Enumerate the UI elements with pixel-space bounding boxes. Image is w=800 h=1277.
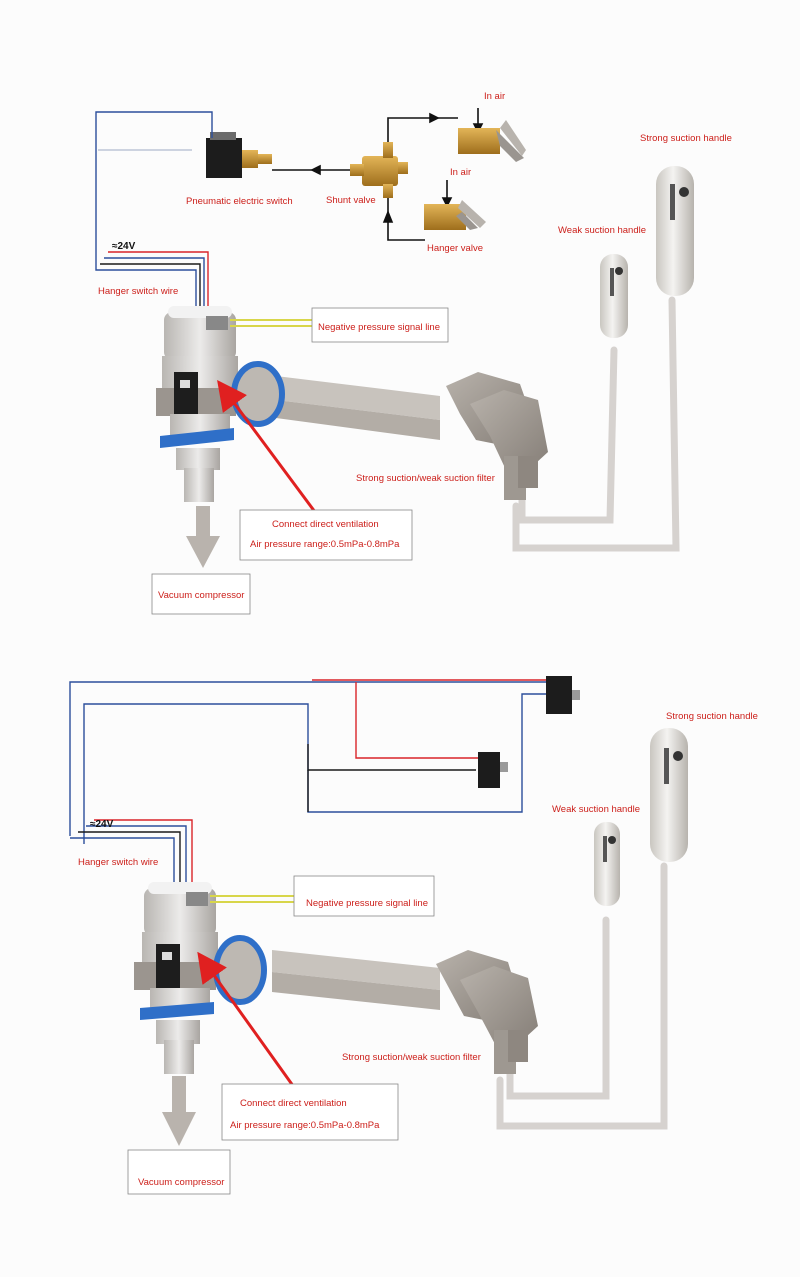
- bottom-ventilation-box: [221, 1083, 399, 1141]
- label-voltage-bottom: ≈24V: [90, 819, 114, 830]
- top-vacuum-arrow: [186, 506, 220, 568]
- top-switch-wires: [95, 111, 213, 318]
- bottom-vacuum-arrow: [162, 1076, 196, 1146]
- label-voltage: ≈24V: [112, 241, 136, 252]
- bottom-diagram: Strong suction handle Weak suction handl…: [69, 676, 758, 1195]
- label-ventilation-1-bottom: Connect direct ventilation: [240, 1098, 347, 1109]
- in-air-valve-upper: [458, 120, 526, 162]
- top-weak-suction-handle: [600, 254, 628, 338]
- label-weak-handle-bottom: Weak suction handle: [552, 804, 640, 815]
- bottom-handle-tubes: [496, 862, 668, 1130]
- label-neg-pressure-bottom: Negative pressure signal line: [306, 898, 428, 909]
- hanger-valve: [424, 200, 486, 230]
- top-signal-line: [230, 319, 312, 327]
- label-shunt-valve: Shunt valve: [326, 195, 376, 206]
- bottom-suction-filter: [272, 950, 538, 1074]
- label-filter-bottom: Strong suction/weak suction filter: [342, 1052, 481, 1063]
- top-red-pointer-arrow: [217, 379, 320, 517]
- label-in-air-upper: In air: [484, 91, 505, 102]
- bottom-red-pointer-arrow: [197, 951, 298, 1091]
- label-vacuum-bottom: Vacuum compressor: [138, 1177, 224, 1188]
- bottom-valve-body: [134, 882, 267, 1074]
- top-neg-pressure-box: [311, 307, 449, 343]
- label-filter: Strong suction/weak suction filter: [356, 473, 495, 484]
- bottom-vacuum-box: [127, 1149, 231, 1195]
- label-hanger-wire-bottom: Hanger switch wire: [78, 857, 158, 868]
- label-ventilation-1: Connect direct ventilation: [272, 519, 379, 530]
- top-vacuum-box: [151, 573, 251, 615]
- label-ventilation-2: Air pressure range:0.5mPa-0.8mPa: [250, 539, 400, 550]
- label-pneumatic-switch: Pneumatic electric switch: [186, 196, 293, 207]
- label-strong-handle-bottom: Strong suction handle: [666, 711, 758, 722]
- top-strong-suction-handle: [656, 166, 694, 296]
- top-suction-filter: [276, 372, 548, 500]
- top-diagram: Pneumatic electric switch Shunt valve In…: [95, 91, 732, 615]
- label-in-air-lower: In air: [450, 167, 471, 178]
- bottom-micro-switch-lower: [478, 752, 508, 788]
- label-hanger-valve: Hanger valve: [427, 243, 483, 254]
- top-ventilation-box: [239, 509, 413, 561]
- label-weak-handle: Weak suction handle: [558, 225, 646, 236]
- bottom-weak-suction-handle: [594, 822, 620, 906]
- bottom-micro-switch-upper: [546, 676, 580, 714]
- top-valve-body: [156, 306, 285, 502]
- pneumatic-electric-switch: [206, 132, 272, 178]
- bottom-strong-suction-handle: [650, 728, 688, 862]
- bottom-neg-pressure-box: [293, 875, 435, 917]
- label-ventilation-2-bottom: Air pressure range:0.5mPa-0.8mPa: [230, 1120, 380, 1131]
- shunt-valve: [350, 142, 408, 198]
- bottom-switch-wires: [69, 679, 548, 882]
- label-hanger-wire: Hanger switch wire: [98, 286, 178, 297]
- label-neg-pressure: Negative pressure signal line: [318, 322, 440, 333]
- top-handle-tubes: [512, 296, 680, 552]
- bottom-signal-line: [210, 895, 294, 903]
- label-strong-handle: Strong suction handle: [640, 133, 732, 144]
- label-vacuum: Vacuum compressor: [158, 590, 244, 601]
